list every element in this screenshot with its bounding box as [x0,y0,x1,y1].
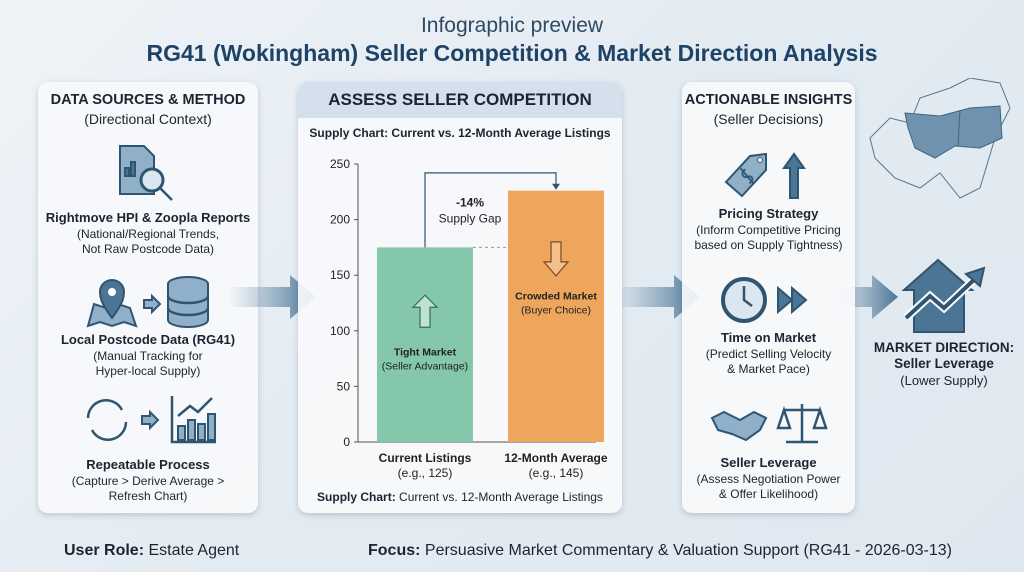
panel-subtitle: (Directional Context) [84,111,212,127]
bar-label-title: Tight Market [394,346,457,358]
report-magnifier-icon [119,145,173,201]
price-tag-up-icon [724,152,806,199]
chart-title: Supply Chart: Current vs. 12-Month Avera… [309,126,611,140]
item-title: Pricing Strategy [718,206,819,221]
caption-label: Supply Chart: [317,490,396,504]
item-desc: & Offer Likelihood) [718,487,819,501]
y-tick-label: 50 [337,379,351,393]
user-role: User Role: Estate Agent [64,542,239,560]
item-desc: (Predict Selling Velocity [705,347,832,361]
item-title: Time on Market [720,330,817,345]
down-arrow-icon [542,241,570,277]
y-tick-label: 0 [343,435,350,449]
bar-current [377,247,473,442]
panel-title: ACTIONABLE INSIGHTS [684,92,853,108]
region-map-icon [869,78,1011,199]
gap-value: -14% [456,195,484,209]
panel-title: ASSESS SELLER COMPETITION [298,82,622,118]
item-title: Seller Leverage [720,455,817,470]
item-desc: (Capture > Derive Average > [71,474,225,488]
direction-subtitle: Seller Leverage [894,356,994,371]
handshake-scales-icon [710,404,828,444]
gap-arrowhead [552,183,560,190]
up-arrow-icon [411,294,439,328]
infographic-title: RG41 (Wokingham) Seller Competition & Ma… [146,40,878,66]
item-desc: based on Supply Tightness) [694,238,843,252]
direction-title: MARKET DIRECTION: [873,340,1015,355]
panel-title: DATA SOURCES & METHOD [50,92,246,108]
item-desc: (Manual Tracking for [93,349,203,363]
y-tick-label: 150 [330,268,350,282]
x-tick-label: Current Listings [379,451,472,465]
role-value: Estate Agent [144,542,240,559]
refresh-chart-icon [86,396,216,444]
item-desc: (National/Regional Trends, [76,227,220,241]
y-tick-label: 100 [330,324,350,338]
item-desc: Hyper-local Supply) [95,364,201,378]
item-desc: Not Raw Postcode Data) [81,242,215,256]
item-desc: & Market Pace) [727,362,810,376]
actionable-insights-panel: ACTIONABLE INSIGHTS (Seller Decisions) P… [682,82,855,513]
item-title: Repeatable Process [86,457,210,472]
map-pin-database-icon [86,276,210,328]
data-sources-panel: DATA SOURCES & METHOD (Directional Conte… [38,82,258,513]
direction-note: (Lower Supply) [900,373,988,388]
bar-average [508,190,604,442]
flow-arrow-icon [612,275,700,319]
item-desc: Refresh Chart) [108,489,188,503]
focus-statement: Focus: Persuasive Market Commentary & Va… [368,542,952,560]
x-tick-label: 12-Month Average [504,451,607,465]
panel-subtitle: (Seller Decisions) [713,111,824,127]
bar-label-sub: (Buyer Choice) [521,305,591,317]
gap-label: Supply Gap [439,211,502,225]
chart-caption: Supply Chart: Current vs. 12-Month Avera… [298,490,622,504]
x-tick-note: (e.g., 125) [398,466,453,480]
caption-text: Current vs. 12-Month Average Listings [395,490,603,504]
focus-value: Persuasive Market Commentary & Valuation… [420,542,952,559]
y-tick-label: 250 [330,157,350,171]
flow-arrow-icon [830,275,898,319]
seller-competition-panel: ASSESS SELLER COMPETITION Supply Chart: … [298,82,622,513]
y-tick-label: 200 [330,213,350,227]
bar-label-sub: (Seller Advantage) [382,360,468,372]
item-title: Local Postcode Data (RG41) [60,332,236,347]
gap-connector [424,172,557,248]
infographic-subtitle: Infographic preview [420,14,604,37]
house-trend-icon [901,258,986,333]
item-title: Rightmove HPI & Zoopla Reports [45,210,251,225]
clock-fast-forward-icon [721,277,808,323]
focus-label: Focus: [368,542,421,559]
flow-arrow-icon [228,275,316,319]
item-desc: (Assess Negotiation Power [696,472,841,486]
bar-label-title: Crowded Market [515,291,597,303]
x-tick-note: (e.g., 145) [529,466,584,480]
role-label: User Role: [64,542,145,559]
item-desc: (Inform Competitive Pricing [696,223,841,237]
